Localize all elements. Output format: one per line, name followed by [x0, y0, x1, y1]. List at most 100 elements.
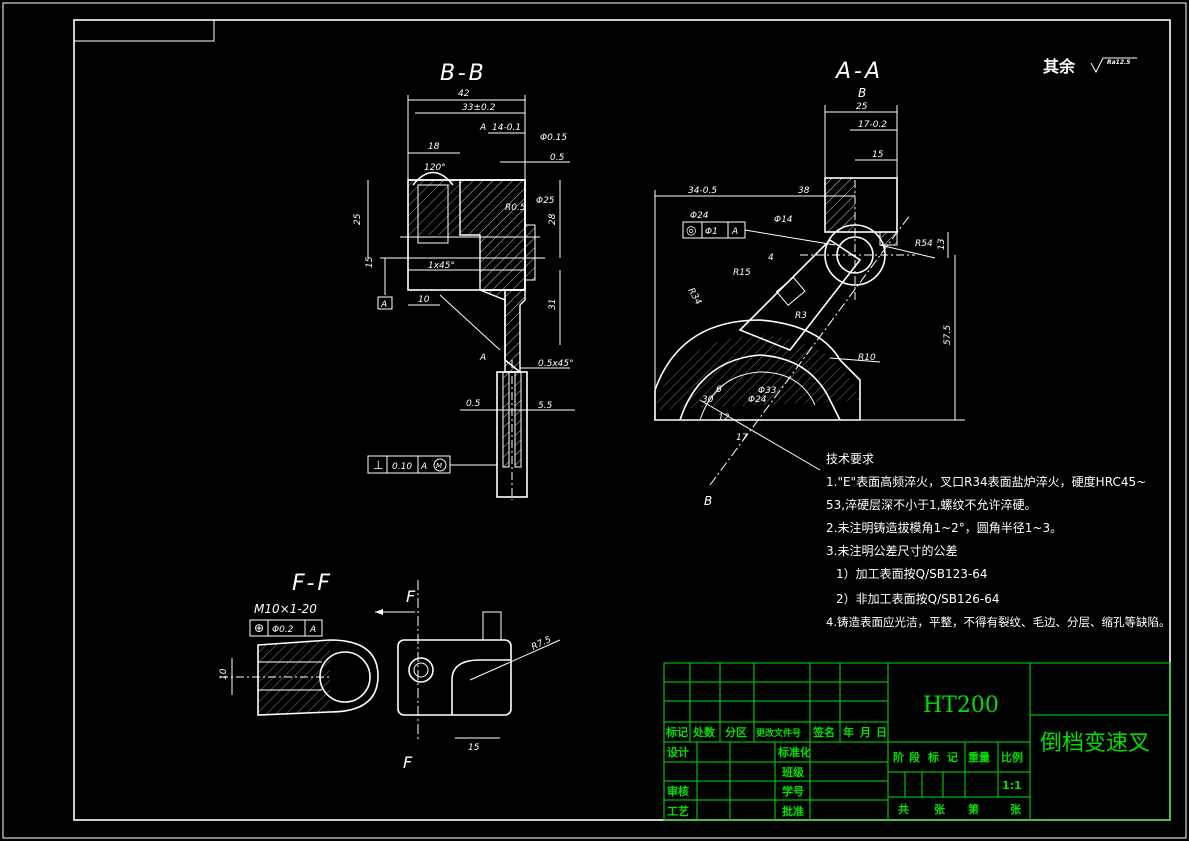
svg-text:Φ0.2: Φ0.2 [272, 625, 294, 635]
svg-text:处数: 处数 [692, 725, 716, 739]
svg-text:12: 12 [718, 413, 730, 423]
svg-text:28: 28 [548, 213, 558, 225]
view-ff-title: F-F [292, 571, 333, 596]
svg-text:38: 38 [798, 186, 810, 196]
svg-text:10: 10 [219, 668, 229, 680]
svg-text:审核: 审核 [667, 784, 689, 798]
svg-text:批准: 批准 [782, 804, 804, 818]
svg-text:阶: 阶 [893, 750, 905, 764]
roughness-value: Ra12.5 [1107, 59, 1130, 66]
svg-text:R10: R10 [858, 353, 876, 363]
svg-text:18: 18 [428, 142, 440, 152]
svg-text:Φ24: Φ24 [748, 395, 767, 405]
svg-text:30: 30 [702, 395, 714, 405]
svg-text:4: 4 [768, 253, 774, 263]
svg-text:33±0.2: 33±0.2 [462, 103, 496, 113]
svg-text:张: 张 [934, 802, 946, 816]
svg-text:分区: 分区 [725, 725, 747, 739]
svg-text:Φ33: Φ33 [758, 386, 777, 396]
svg-text:10: 10 [418, 295, 430, 305]
svg-text:R15: R15 [733, 268, 751, 278]
svg-text:17-0.2: 17-0.2 [858, 120, 887, 130]
bb-datum-box [377, 296, 393, 310]
svg-text:2.未注明铸造拔模角1~2°，圆角半径1~3。: 2.未注明铸造拔模角1~2°，圆角半径1~3。 [826, 520, 1062, 535]
tech-req-title: 技术要求 [826, 452, 874, 466]
svg-text:Φ25: Φ25 [536, 196, 555, 206]
svg-text:重量: 重量 [968, 750, 990, 764]
svg-text:更改文件号: 更改文件号 [756, 727, 801, 739]
svg-text:15: 15 [365, 256, 375, 268]
svg-text:学号: 学号 [782, 784, 804, 798]
svg-text:共: 共 [898, 802, 909, 816]
svg-text:第: 第 [968, 802, 979, 816]
svg-text:R3: R3 [795, 311, 807, 321]
svg-text:张: 张 [1010, 802, 1022, 816]
view-bb: B-B 42 33±0.2 14-0.1 18 120° 0.5 [353, 61, 575, 500]
svg-text:段: 段 [909, 750, 920, 764]
roughness-symbol [1090, 57, 1137, 74]
svg-text:4.铸造表面应光洁，平整，不得有裂纹、毛边、分层、缩孔等缺陷: 4.铸造表面应光洁，平整，不得有裂纹、毛边、分层、缩孔等缺陷。 [826, 615, 1170, 629]
svg-text:Φ0.15: Φ0.15 [540, 133, 567, 143]
svg-text:1）加工表面按Q/SB123-64: 1）加工表面按Q/SB123-64 [836, 567, 987, 581]
svg-text:R0.5: R0.5 [505, 203, 526, 213]
svg-text:25: 25 [353, 213, 363, 225]
svg-text:0.5: 0.5 [550, 153, 565, 163]
material-label: HT200 [923, 693, 999, 718]
svg-text:标记: 标记 [665, 725, 688, 739]
svg-text:Φ14: Φ14 [774, 215, 793, 225]
view-bb-title: B-B [440, 61, 487, 86]
svg-text:Φ24: Φ24 [690, 211, 709, 221]
svg-text:53,淬硬层深不小于1,螺纹不允许淬硬。: 53,淬硬层深不小于1,螺纹不允许淬硬。 [826, 497, 1037, 512]
aa-fork-body [654, 319, 861, 421]
svg-text:14-0.1: 14-0.1 [492, 123, 521, 133]
svg-text:标准化: 标准化 [777, 745, 811, 759]
svg-text:0.10: 0.10 [392, 462, 412, 472]
svg-text:记: 记 [947, 751, 958, 764]
svg-text:班级: 班级 [782, 765, 805, 779]
part-name-label: 倒档变速叉 [1040, 731, 1150, 756]
svg-text:1."E"表面高频淬火，叉口R34表面盐炉淬火，硬度HRC4: 1."E"表面高频淬火，叉口R34表面盐炉淬火，硬度HRC45~ [826, 474, 1146, 489]
svg-text:A: A [731, 227, 738, 237]
svg-text:月: 月 [859, 726, 871, 739]
ff-tolerance-frame [249, 619, 323, 637]
svg-text:25: 25 [856, 102, 868, 112]
svg-text:15: 15 [872, 150, 884, 160]
svg-text:A: A [479, 353, 486, 363]
svg-text:2）非加工表面按Q/SB126-64: 2）非加工表面按Q/SB126-64 [836, 592, 999, 606]
svg-text:⊥: ⊥ [373, 458, 383, 472]
svg-text:标: 标 [927, 750, 939, 764]
svg-text:M: M [436, 462, 442, 470]
svg-text:F: F [403, 753, 413, 772]
svg-text:工艺: 工艺 [667, 804, 689, 818]
svg-text:15: 15 [468, 743, 480, 753]
view-aa: A-A B 25 17-0.2 15 34-0.5 38 [654, 59, 965, 508]
tech-requirements: 技术要求 1."E"表面高频淬火，叉口R34表面盐炉淬火，硬度HRC45~ 53… [826, 452, 1170, 629]
svg-text:年: 年 [843, 725, 854, 739]
title-block: 标记 处数 分区 更改文件号 签名 年 月 日 设计 审核 工艺 标准化 班级 … [663, 662, 1171, 821]
svg-text:A: A [420, 462, 427, 472]
svg-text:比例: 比例 [1001, 750, 1023, 764]
svg-text:31: 31 [548, 299, 558, 310]
view-ff: F-F M10×1-20 ⊕ Φ0.2 A 10 F F R7.5 15 [219, 571, 561, 772]
corner-code-box [73, 19, 215, 42]
svg-text:⊕: ⊕ [254, 621, 264, 635]
svg-text:设计: 设计 [667, 745, 689, 759]
svg-text:17: 17 [736, 433, 748, 443]
ff-thread-spec: M10×1-20 [254, 602, 317, 616]
inner-border [73, 19, 1171, 821]
svg-text:3.未注明公差尺寸的公差: 3.未注明公差尺寸的公差 [826, 543, 957, 558]
surface-note: 其余 [1043, 57, 1076, 76]
svg-text:R54: R54 [915, 239, 933, 249]
view-aa-title: A-A [834, 59, 883, 84]
svg-text:B: B [858, 86, 866, 100]
svg-text:6: 6 [716, 385, 722, 395]
svg-text:34-0.5: 34-0.5 [688, 186, 717, 196]
svg-text:R7.5: R7.5 [530, 635, 553, 653]
svg-text:F: F [406, 587, 416, 606]
svg-text:5.5: 5.5 [538, 401, 553, 411]
svg-text:13: 13 [937, 238, 947, 250]
svg-text:B: B [704, 494, 712, 508]
